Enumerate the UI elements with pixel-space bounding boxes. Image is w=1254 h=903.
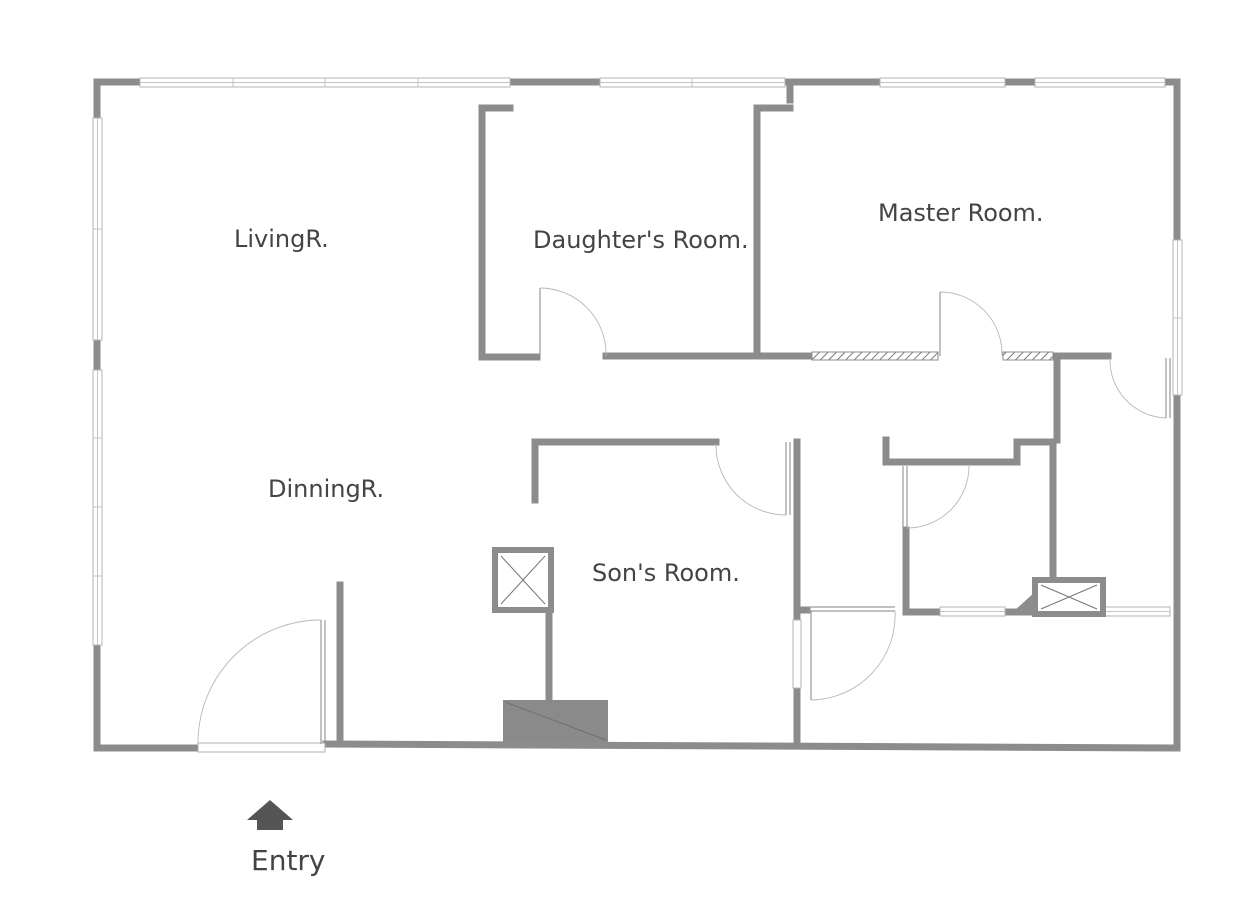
- room-labels: LivingR. Daughter's Room. Master Room. D…: [234, 199, 1044, 587]
- door-entry: [197, 619, 326, 753]
- door-lower-right: [807, 606, 896, 701]
- door-daughter: [539, 287, 607, 357]
- label-master-room: Master Room.: [878, 199, 1044, 227]
- hatched-walls: [811, 351, 1054, 361]
- doors: [197, 287, 1171, 753]
- door-son: [715, 442, 791, 516]
- built-in-block: [503, 700, 608, 742]
- label-sons-room: Son's Room.: [592, 559, 740, 587]
- label-dining-room: DinningR.: [268, 475, 384, 503]
- entry-marker: Entry: [247, 800, 326, 877]
- door-master: [939, 291, 1003, 357]
- up-arrow-icon: [247, 800, 293, 830]
- label-living-room: LivingR.: [234, 225, 329, 253]
- label-daughters-room: Daughter's Room.: [533, 226, 749, 254]
- exterior-walls: [93, 78, 1181, 752]
- door-right-room: [1109, 357, 1171, 419]
- shaft-left: [492, 547, 554, 613]
- interior-walls: [336, 104, 1112, 749]
- windows: [92, 77, 1183, 646]
- entry-label: Entry: [251, 844, 326, 877]
- door-bath: [902, 465, 970, 529]
- shaft-right: [1015, 577, 1106, 617]
- internal-glazing: [792, 606, 1171, 689]
